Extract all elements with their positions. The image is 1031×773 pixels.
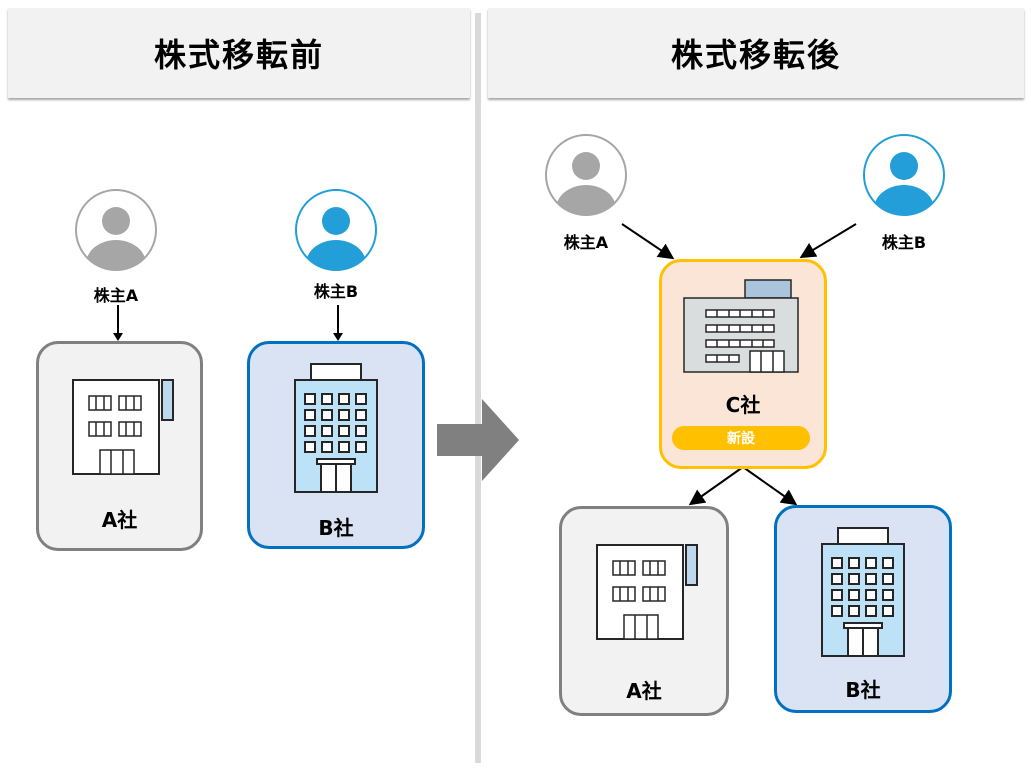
shareholder-b-avatar-icon <box>863 134 945 216</box>
building-c-icon <box>683 279 799 373</box>
subsidiary-a-card: A社 <box>559 506 729 716</box>
subsidiary-b-card: B社 <box>774 505 952 713</box>
company-a-label: A社 <box>101 508 138 532</box>
transition-arrow-icon <box>437 399 519 481</box>
building-b-icon <box>821 527 905 657</box>
section-divider <box>475 13 481 763</box>
company-b-label: B社 <box>318 516 354 540</box>
arrow-c-to-b <box>742 466 798 506</box>
company-b-card: B社 <box>247 341 425 549</box>
shareholder-b-label: 株主B <box>881 233 927 252</box>
subsidiary-a-label: A社 <box>626 679 662 703</box>
subsidiary-b-label: B社 <box>845 678 881 702</box>
company-a-card: A社 <box>36 341 203 551</box>
arrow-shareholder-a-to-c <box>621 223 675 260</box>
shareholder-a-avatar-icon <box>545 134 627 216</box>
before-title: 株式移転前 <box>153 36 324 74</box>
before-header: 株式移転前 <box>8 8 470 98</box>
new-establishment-badge: 新設 <box>672 426 810 450</box>
arrow-down-icon <box>113 305 123 341</box>
arrow-shareholder-b-to-c <box>799 223 857 259</box>
shareholder-a-avatar-icon <box>75 189 157 271</box>
arrow-down-icon <box>333 305 343 341</box>
shareholder-a-label: 株主A <box>563 233 609 252</box>
building-a-icon <box>596 544 698 640</box>
after-header: 株式移転後 <box>488 8 1024 98</box>
shareholder-a-label: 株主A <box>93 286 139 305</box>
shareholder-b-avatar-icon <box>295 189 377 271</box>
building-b-icon <box>294 363 378 493</box>
company-c-card: C社 新設 <box>659 259 827 469</box>
company-c-label: C社 <box>725 393 761 417</box>
building-a-icon <box>72 379 174 475</box>
shareholder-b-label: 株主B <box>313 282 359 301</box>
after-title: 株式移転後 <box>670 36 841 74</box>
arrow-c-to-a <box>688 466 744 506</box>
